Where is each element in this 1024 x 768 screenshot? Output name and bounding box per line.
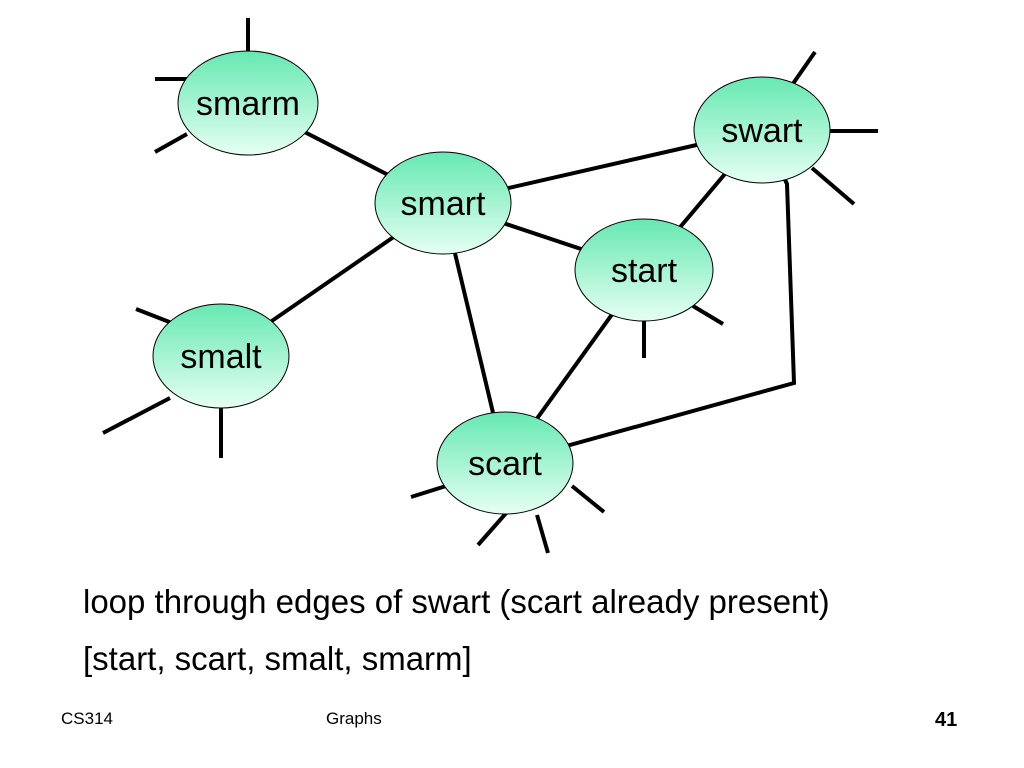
edge-stub bbox=[135, 307, 173, 325]
node-smarm: smarm bbox=[177, 50, 319, 156]
edge-stub bbox=[810, 166, 856, 206]
node-label: swart bbox=[721, 112, 803, 150]
edge-stub bbox=[154, 132, 188, 154]
node-swart: swart bbox=[693, 76, 831, 184]
footer-course: CS314 bbox=[61, 709, 113, 728]
node-start: start bbox=[574, 218, 714, 322]
edge-stub bbox=[102, 396, 171, 435]
node-label: smarm bbox=[196, 85, 300, 123]
node-shape bbox=[436, 411, 574, 515]
nodes: smarm swart smart start smalt scart bbox=[152, 50, 831, 515]
caption-line-2: [start, scart, smalt, smarm] bbox=[83, 640, 472, 677]
edge-stub bbox=[691, 304, 725, 326]
node-shape bbox=[574, 218, 714, 322]
graph-diagram: smarm swart smart start smalt scart bbox=[102, 18, 878, 554]
node-shape bbox=[693, 76, 831, 184]
edge-stub bbox=[570, 484, 606, 514]
footer-topic: Graphs bbox=[326, 709, 382, 728]
edge-stub bbox=[410, 484, 447, 499]
edge-stub bbox=[476, 509, 510, 547]
page-number: 41 bbox=[935, 709, 958, 731]
node-label: scart bbox=[468, 445, 542, 483]
caption-line-1: loop through edges of swart (scart alrea… bbox=[83, 583, 830, 620]
node-shape bbox=[152, 303, 290, 409]
node-label: start bbox=[611, 252, 678, 290]
node-label: smart bbox=[401, 185, 487, 223]
node-scart: scart bbox=[436, 411, 574, 515]
edge-stubs bbox=[102, 18, 878, 554]
node-label: smalt bbox=[180, 338, 262, 376]
edge-stub bbox=[788, 50, 817, 90]
node-shape bbox=[374, 151, 512, 255]
node-shape bbox=[177, 50, 319, 156]
edge-stub bbox=[535, 514, 550, 554]
node-smart: smart bbox=[374, 151, 512, 255]
node-smalt: smalt bbox=[152, 303, 290, 409]
